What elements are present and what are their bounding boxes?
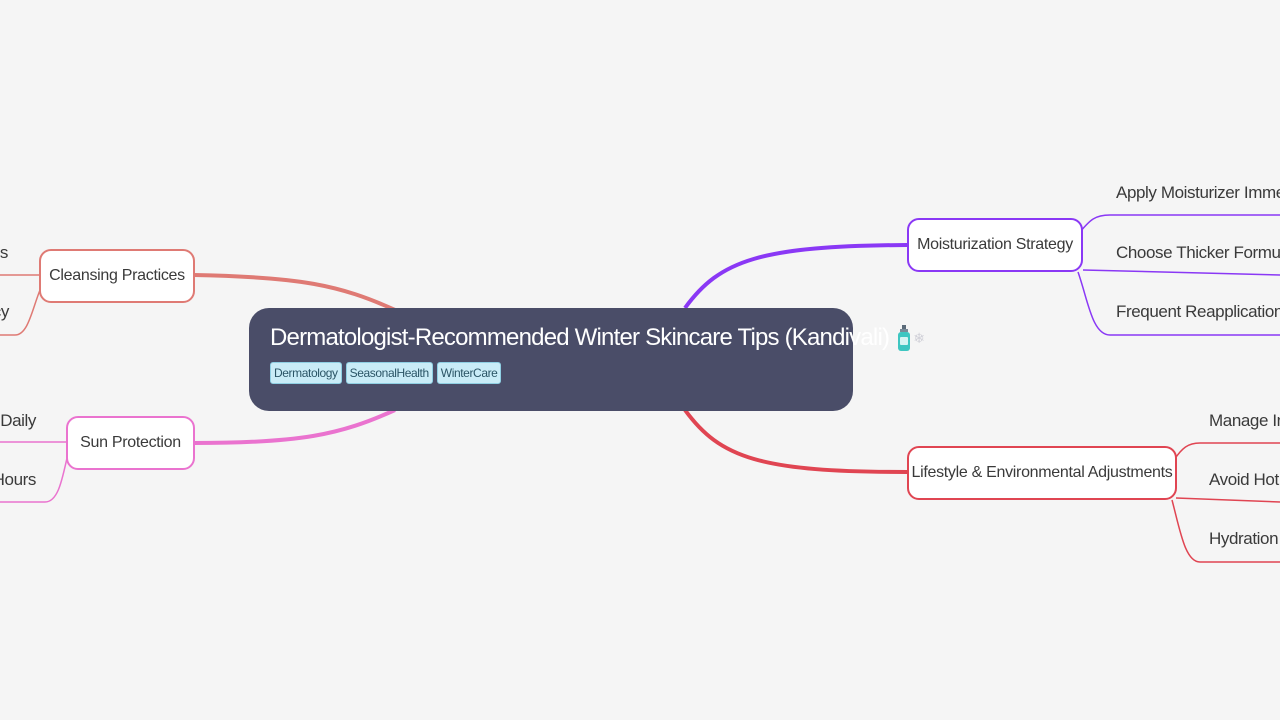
edge-root-cleansing (193, 273, 396, 312)
root-node[interactable]: Dermatologist-Recommended Winter Skincar… (249, 308, 925, 411)
edge-life-child-3 (1171, 499, 1280, 563)
leaf-moist-3[interactable]: Frequent Reapplication (1116, 302, 1280, 321)
leaf-cleansing-2[interactable]: cy (0, 302, 9, 321)
root-title: Dermatologist-Recommended Winter Skincar… (270, 324, 890, 351)
edge-moist-child-1 (1079, 214, 1280, 233)
edge-root-moisturization (683, 243, 908, 310)
leaf-sun-1[interactable]: n Daily (0, 411, 36, 430)
tag-list: Dermatology SeasonalHealth WinterCare (270, 362, 832, 384)
edge-root-lifestyle (683, 408, 908, 474)
leaf-life-2[interactable]: Avoid Hot W (1209, 470, 1280, 489)
leaf-sun-2[interactable]: Hours (0, 470, 36, 489)
leaf-moist-1[interactable]: Apply Moisturizer Immediat (1116, 183, 1280, 202)
lotion-bottle-icon (898, 325, 911, 351)
branch-moisturization-strategy[interactable]: Moisturization Strategy (907, 218, 1083, 272)
branch-cleansing-practices[interactable]: Cleansing Practices (39, 249, 195, 303)
edge-cleansing-child-2 (0, 289, 41, 336)
leaf-life-3[interactable]: Hydration ar (1209, 529, 1280, 548)
tag-winter-care[interactable]: WinterCare (436, 362, 502, 384)
leaf-cleansing-1[interactable]: rs (0, 243, 8, 262)
edge-moist-child-2 (1082, 269, 1280, 276)
branch-label: Sun Protection (80, 434, 181, 451)
branch-sun-protection[interactable]: Sun Protection (66, 416, 195, 470)
leaf-life-1[interactable]: Manage Indo (1209, 411, 1280, 430)
edge-life-child-2 (1175, 497, 1280, 503)
tag-dermatology[interactable]: Dermatology (270, 362, 342, 384)
branch-lifestyle-adjustments[interactable]: Lifestyle & Environmental Adjustments (907, 446, 1177, 500)
leaf-moist-2[interactable]: Choose Thicker Formulation (1116, 243, 1280, 262)
branch-label: Lifestyle & Environmental Adjustments (911, 464, 1173, 481)
snowflake-icon: ❄ (913, 329, 925, 346)
branch-label: Cleansing Practices (49, 267, 185, 284)
edge-sun-child-2 (0, 457, 68, 503)
edge-life-child-1 (1173, 442, 1280, 461)
edge-root-sun (193, 408, 396, 445)
branch-label: Moisturization Strategy (917, 236, 1073, 253)
edge-moist-child-3 (1077, 271, 1280, 336)
tag-seasonal-health[interactable]: SeasonalHealth (345, 362, 433, 384)
